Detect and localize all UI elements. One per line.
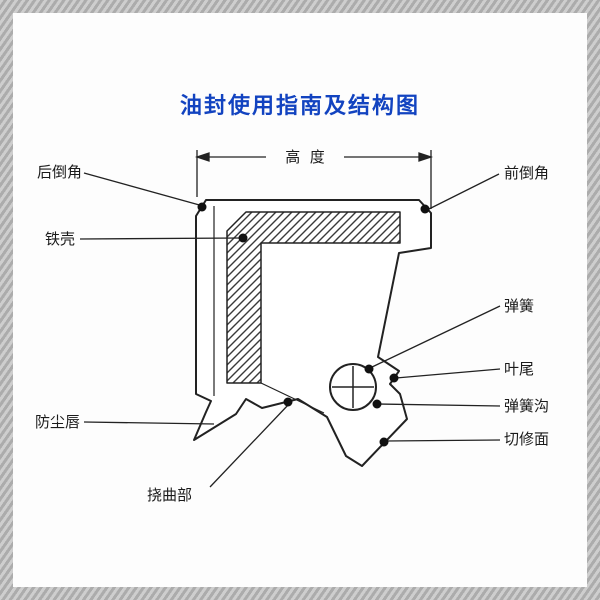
dot-rear-chamfer xyxy=(197,202,207,212)
label-blade-tail: 叶尾 xyxy=(504,360,535,378)
label-trimmed-face: 切修面 xyxy=(504,430,550,448)
flex-membrane-line xyxy=(260,382,325,414)
page-title: 油封使用指南及结构图 xyxy=(179,94,420,119)
leader-rear-chamfer xyxy=(83,172,204,207)
label-rear-chamfer: 后倒角 xyxy=(37,163,83,181)
height-dimension xyxy=(194,150,434,209)
seal-hatched-rubber-section xyxy=(226,211,401,384)
leader-front-chamfer xyxy=(426,173,500,211)
dimension-arrow-left xyxy=(194,152,210,162)
dot-flex-part xyxy=(283,397,293,407)
leader-blade-tail xyxy=(395,368,501,379)
label-iron-shell: 铁壳 xyxy=(45,230,76,248)
label-front-chamfer: 前倒角 xyxy=(504,164,550,182)
label-height: 高 度 xyxy=(266,147,344,167)
spring-circle xyxy=(329,363,377,411)
leader-lines xyxy=(79,172,501,488)
dot-front-chamfer xyxy=(420,204,430,214)
leader-dust-lip xyxy=(83,421,215,425)
dot-blade-tail xyxy=(389,373,399,383)
leader-spring-groove xyxy=(377,403,501,407)
dot-trimmed-face xyxy=(379,437,389,447)
leader-flex-part xyxy=(209,403,290,488)
label-spring-groove: 弹簧沟 xyxy=(504,397,550,415)
leader-iron-shell xyxy=(79,237,242,240)
dimension-arrow-right xyxy=(418,152,434,162)
dot-spring-groove xyxy=(372,399,382,409)
anchor-dots xyxy=(197,202,430,447)
dot-iron-shell xyxy=(238,233,248,243)
label-flex-part: 挠曲部 xyxy=(147,486,193,504)
leader-spring xyxy=(369,305,501,369)
seal-outer-profile xyxy=(193,199,432,467)
dot-spring xyxy=(364,364,374,374)
label-spring: 弹簧 xyxy=(504,297,535,315)
leader-trimmed-face xyxy=(385,439,501,442)
label-dust-lip: 防尘唇 xyxy=(35,413,81,431)
